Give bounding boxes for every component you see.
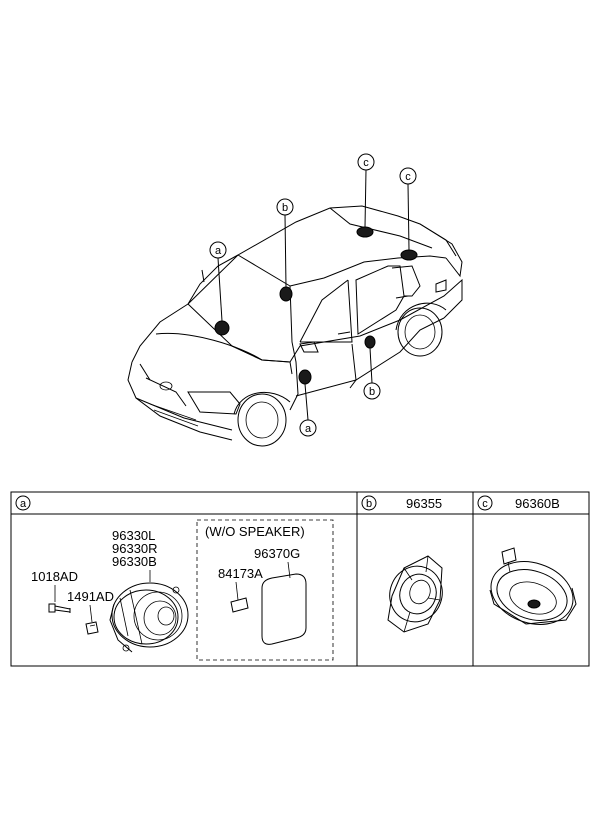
wo-speaker-box: (W/O SPEAKER) 96370G 84173A xyxy=(196,519,334,661)
svg-text:a: a xyxy=(215,245,222,257)
callout-b-bottom: b xyxy=(363,382,381,400)
nut-1491AD-drawing xyxy=(85,621,99,635)
callout-b-top: b xyxy=(276,198,294,216)
part-number-84173A: 84173A xyxy=(218,566,263,581)
speaker-96330-drawing xyxy=(109,582,189,653)
callout-a-top: a xyxy=(209,241,227,259)
part-number-96330L: 96330L xyxy=(112,528,155,543)
spot-a-front-door xyxy=(298,369,312,385)
spot-a-dash xyxy=(214,320,230,336)
svg-text:a: a xyxy=(20,498,27,510)
spot-b-front-roof xyxy=(279,286,293,302)
spot-c-rear-shelf-left xyxy=(356,226,374,238)
svg-text:c: c xyxy=(482,498,488,510)
car-illustration: a b c c a b xyxy=(127,153,463,447)
section-b-marker: b xyxy=(361,495,377,511)
part-number-96330R: 96330R xyxy=(112,541,158,556)
svg-text:c: c xyxy=(363,157,369,169)
svg-text:b: b xyxy=(369,386,375,398)
tape-84173A-drawing xyxy=(230,597,249,613)
svg-text:b: b xyxy=(282,202,288,214)
speaker-96355-drawing xyxy=(387,555,443,633)
part-number-1018AD: 1018AD xyxy=(31,569,78,584)
part-number-96370G: 96370G xyxy=(254,546,300,561)
part-number-96360B: 96360B xyxy=(515,496,560,511)
part-number-1491AD: 1491AD xyxy=(67,589,114,604)
part-number-96330B: 96330B xyxy=(112,554,157,569)
parts-table: a b 96355 c 96360B 96330L 96330R 96330B … xyxy=(10,491,590,667)
wo-speaker-title: (W/O SPEAKER) xyxy=(205,524,305,539)
svg-text:a: a xyxy=(305,423,312,435)
spot-b-rear-door xyxy=(364,335,376,349)
callout-c-right: c xyxy=(399,167,417,185)
svg-text:c: c xyxy=(405,171,411,183)
spot-c-rear-shelf-right xyxy=(400,249,418,261)
part-number-96355: 96355 xyxy=(406,496,442,511)
svg-text:b: b xyxy=(366,498,372,510)
callout-c-left: c xyxy=(357,153,375,171)
bolt-1018AD-drawing xyxy=(48,603,71,613)
speaker-96360B-drawing xyxy=(489,547,577,625)
section-a-marker: a xyxy=(15,495,31,511)
section-c-marker: c xyxy=(477,495,493,511)
callout-a-bottom: a xyxy=(299,419,317,437)
cover-96370G-drawing xyxy=(261,573,307,645)
